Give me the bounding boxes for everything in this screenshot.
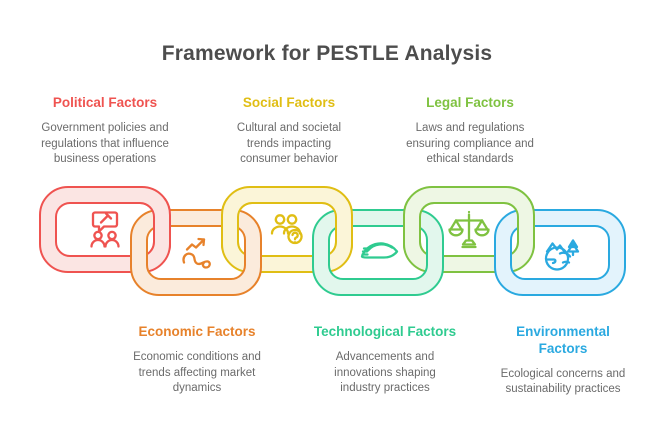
economic-icon	[182, 237, 211, 269]
environmental-heading: Environmental Factors	[516, 324, 610, 356]
social-label-block: Social Factors Cultural and societal tre…	[204, 95, 374, 168]
chain-link-economic	[130, 209, 262, 296]
social-description: Cultural and societal trends impacting c…	[236, 121, 342, 166]
economic-heading: Economic Factors	[138, 324, 256, 339]
environmental-label-block: Environmental Factors Ecological concern…	[478, 324, 648, 398]
chain-link-political	[126, 198, 171, 250]
political-label-block: Political Factors Government policies an…	[20, 95, 190, 168]
political-heading: Political Factors	[52, 95, 158, 110]
environmental-description: Ecological concerns and sustainability p…	[500, 367, 626, 396]
legal-heading: Legal Factors	[426, 95, 514, 110]
legal-icon	[448, 210, 490, 249]
chain-link-technological	[312, 209, 444, 296]
social-heading: Social Factors	[242, 95, 336, 110]
economic-label-block: Economic Factors Economic conditions and…	[112, 324, 282, 397]
political-icon	[90, 211, 120, 248]
technological-description: Advancements and innovations shaping ind…	[334, 350, 436, 395]
political-description: Government policies and regulations that…	[41, 121, 169, 166]
legal-description: Laws and regulations ensuring compliance…	[406, 121, 534, 166]
chain-link-social	[221, 198, 353, 250]
page-title: Framework for PESTLE Analysis	[161, 42, 493, 65]
technological-heading: Technological Factors	[313, 324, 457, 339]
chain-link-legal	[403, 198, 535, 250]
technological-icon	[360, 242, 399, 259]
economic-description: Economic conditions and trends affecting…	[133, 350, 261, 395]
social-icon	[270, 214, 303, 245]
technological-label-block: Technological Factors Advancements and i…	[300, 324, 470, 397]
legal-label-block: Legal Factors Laws and regulations ensur…	[385, 95, 555, 168]
chain-link-environmental	[494, 209, 626, 296]
environmental-icon	[544, 239, 580, 271]
